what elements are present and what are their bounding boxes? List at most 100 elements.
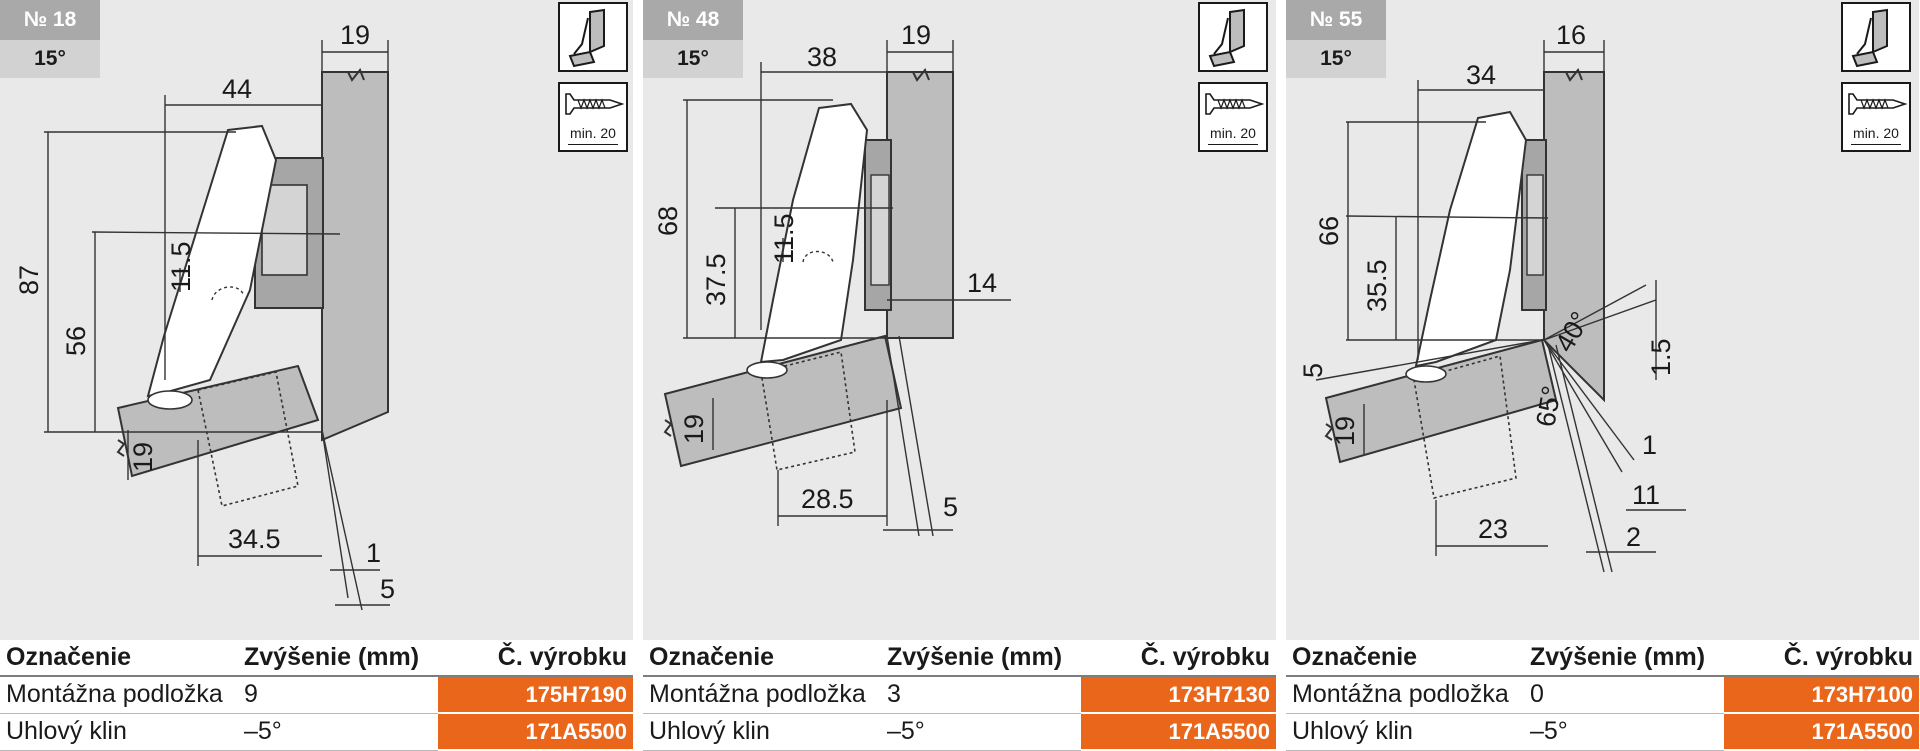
dimension-label: 11.5 — [769, 213, 799, 264]
dimension-label: 19 — [1330, 416, 1360, 446]
table-row: Montážna podložka 9 175H7190 — [0, 676, 633, 714]
hinge-drawing: 19 38 68 37.5 11.5 14 19 28.5 5 — [653, 20, 1011, 537]
hinge-diagram: 19 44 87 56 11.5 19 34.5 1 5 № 18 15° — [0, 0, 633, 640]
hinge-cup — [760, 351, 856, 471]
dimension-label: 16 — [1556, 20, 1586, 50]
dimension-label: 2 — [1626, 522, 1641, 552]
dimension-label: 65° — [1530, 384, 1567, 429]
row-height: –5° — [238, 713, 438, 751]
dimension-label: 11.5 — [166, 241, 196, 292]
row-designation: Uhlový klin — [643, 713, 881, 751]
row-height: –5° — [1524, 713, 1724, 751]
spec-table: Označenie Zvýšenie (mm) Č. výrobku Montá… — [643, 640, 1276, 751]
hinge-number: № 55 — [1286, 0, 1386, 40]
mounting-plate-icon — [1198, 2, 1268, 72]
hinge-badge: № 18 15° — [0, 0, 100, 78]
part-number: 171A5500 — [1724, 713, 1919, 751]
row-designation: Montážna podložka — [643, 676, 881, 714]
row-designation: Montážna podložka — [1286, 676, 1524, 714]
dimension-label: 14 — [967, 268, 997, 298]
door — [1324, 338, 1558, 464]
col-header-height: Zvýšenie (mm) — [238, 640, 438, 677]
opening-angle: 15° — [0, 40, 100, 78]
table-row: Montážna podložka 3 173H7130 — [643, 676, 1276, 714]
cabinet-side-panel — [321, 71, 389, 442]
screw-icon: min. 20 — [1841, 82, 1911, 152]
dimension-label: 66 — [1314, 216, 1344, 246]
dimension-label: 5 — [380, 574, 395, 604]
hinge-panel-18: 19 44 87 56 11.5 19 34.5 1 5 № 18 15° — [0, 0, 633, 751]
dimension-label: 38 — [807, 42, 837, 72]
hinge-drawing: 16 34 66 35.5 5 19 40° 65° 1.5 1 11 23 2 — [1298, 20, 1686, 573]
row-height: 9 — [238, 676, 438, 714]
hinge-diagram: 19 38 68 37.5 11.5 14 19 28.5 5 № 48 15° — [643, 0, 1276, 640]
hinge-panel-55: 16 34 66 35.5 5 19 40° 65° 1.5 1 11 23 2… — [1286, 0, 1919, 751]
dimension-label: 87 — [14, 265, 44, 295]
dimension-label: 68 — [653, 206, 683, 236]
row-designation: Uhlový klin — [1286, 713, 1524, 751]
dimension-label: 37.5 — [701, 253, 731, 306]
hinge-arm — [1414, 110, 1528, 368]
part-number: 175H7190 — [438, 676, 633, 714]
dimension-label: 34 — [1466, 60, 1496, 90]
dimension-label: 19 — [340, 20, 370, 50]
table-row: Montážna podložka 0 173H7100 — [1286, 676, 1919, 714]
screw-icon: min. 20 — [1198, 82, 1268, 152]
hinge-diagram: 16 34 66 35.5 5 19 40° 65° 1.5 1 11 23 2… — [1286, 0, 1919, 640]
col-header-designation: Označenie — [0, 640, 238, 677]
part-number: 173H7130 — [1081, 676, 1276, 714]
hinge-badge: № 48 15° — [643, 0, 743, 78]
panel-separator — [633, 0, 643, 746]
part-number: 173H7100 — [1724, 676, 1919, 714]
hinge-cup — [197, 371, 299, 507]
col-header-part-number: Č. výrobku — [1081, 640, 1276, 677]
dimension-label: 1 — [366, 538, 381, 568]
row-designation: Montážna podložka — [0, 676, 238, 714]
hinge-panel-48: 19 38 68 37.5 11.5 14 19 28.5 5 № 48 15° — [643, 0, 1276, 751]
dimension-label: 5 — [1298, 363, 1328, 378]
dimension-label: 35.5 — [1362, 259, 1392, 312]
hinge-drawing: 19 44 87 56 11.5 19 34.5 1 5 — [14, 20, 395, 611]
screw-length-label: min. 20 — [1853, 125, 1899, 141]
dimension-label: 44 — [222, 74, 252, 104]
dimension-label: 28.5 — [801, 484, 854, 514]
cabinet-side-panel — [886, 71, 954, 339]
dimension-label: 11 — [1632, 480, 1660, 510]
row-height: 3 — [881, 676, 1081, 714]
table-row: Uhlový klin –5° 171A5500 — [1286, 713, 1919, 751]
dimension-label: 19 — [901, 20, 931, 50]
door — [663, 334, 903, 468]
dimension-label: 56 — [61, 326, 91, 356]
screw-length-label: min. 20 — [570, 125, 616, 141]
dimension-label: 23 — [1478, 514, 1508, 544]
table-row: Uhlový klin –5° 171A5500 — [0, 713, 633, 751]
part-number: 171A5500 — [1081, 713, 1276, 751]
dimension-label: 19 — [679, 414, 709, 444]
opening-angle: 15° — [643, 40, 743, 78]
screw-icon: min. 20 — [558, 82, 628, 152]
col-header-height: Zvýšenie (mm) — [881, 640, 1081, 677]
spec-table: Označenie Zvýšenie (mm) Č. výrobku Montá… — [1286, 640, 1919, 751]
hinge-number: № 48 — [643, 0, 743, 40]
dimension-label: 1 — [1642, 430, 1657, 460]
hinge-number: № 18 — [0, 0, 100, 40]
part-number: 171A5500 — [438, 713, 633, 751]
panel-separator — [1276, 0, 1286, 746]
dimension-label: 5 — [943, 492, 958, 522]
col-header-designation: Označenie — [643, 640, 881, 677]
col-header-designation: Označenie — [1286, 640, 1524, 677]
col-header-height: Zvýšenie (mm) — [1524, 640, 1724, 677]
spec-table: Označenie Zvýšenie (mm) Č. výrobku Montá… — [0, 640, 633, 751]
dimension-label: 19 — [128, 442, 158, 472]
opening-angle: 15° — [1286, 40, 1386, 78]
row-height: –5° — [881, 713, 1081, 751]
col-header-part-number: Č. výrobku — [438, 640, 633, 677]
dimension-label: 34.5 — [228, 524, 281, 554]
col-header-part-number: Č. výrobku — [1724, 640, 1919, 677]
screw-length-label: min. 20 — [1210, 125, 1256, 141]
table-row: Uhlový klin –5° 171A5500 — [643, 713, 1276, 751]
hinge-cup — [1413, 354, 1517, 499]
mounting-plate-icon — [1841, 2, 1911, 72]
hinge-badge: № 55 15° — [1286, 0, 1386, 78]
row-designation: Uhlový klin — [0, 713, 238, 751]
